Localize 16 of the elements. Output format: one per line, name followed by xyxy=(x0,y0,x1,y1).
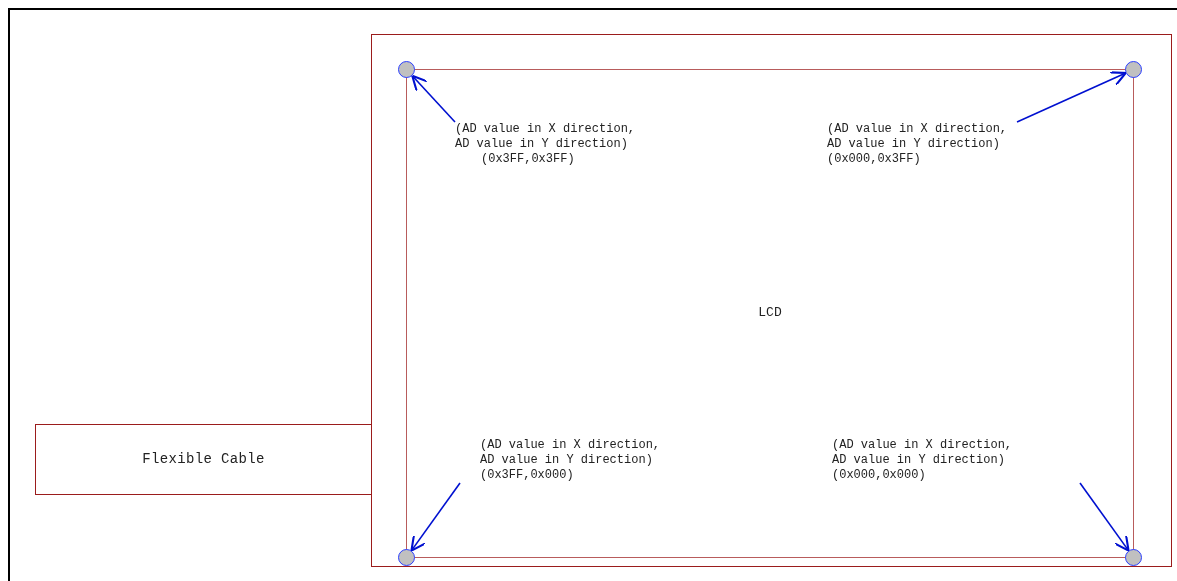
coordinate-value: (0x000,0x3FF) xyxy=(827,152,921,167)
arrow xyxy=(410,482,461,552)
arrow xyxy=(1079,482,1130,552)
coordinate-caption: (AD value in X direction, AD value in Y direction) xyxy=(832,438,1014,468)
arrow xyxy=(411,74,456,123)
coordinate-value: (0x3FF,0x000) xyxy=(480,468,574,483)
arrow xyxy=(1016,71,1127,123)
coordinate-caption: (AD value in X direction, AD value in Y direction) xyxy=(480,438,662,468)
coordinate-caption: (AD value in X direction, AD value in Y direction) xyxy=(827,122,1009,152)
coordinate-value: (0x3FF,0x3FF) xyxy=(481,152,575,167)
lcd-area xyxy=(406,69,1134,558)
coordinate-caption: (AD value in X direction, AD value in Y direction) xyxy=(455,122,637,152)
flexible-cable-box: Flexible Cable xyxy=(35,424,372,495)
lcd-label: LCD xyxy=(758,304,782,322)
touch-panel-outline xyxy=(371,34,1172,567)
coordinate-value: (0x000,0x000) xyxy=(832,468,926,483)
